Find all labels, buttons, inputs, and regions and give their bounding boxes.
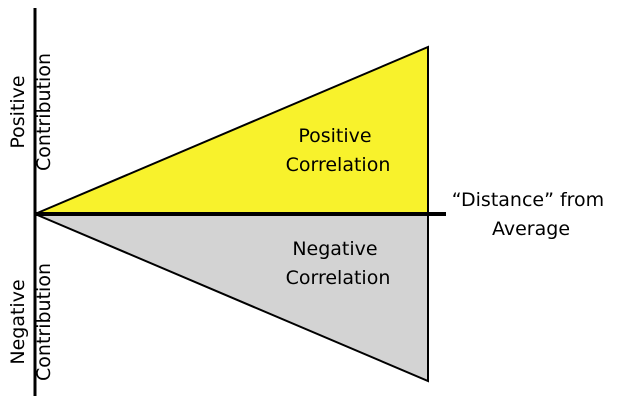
y-axis-positive-line2: Contribution — [33, 53, 55, 171]
positive-correlation-label: Positive Correlation — [286, 125, 391, 176]
y-axis-negative-line1: Negative — [7, 279, 29, 364]
negative-correlation-line1: Negative — [292, 238, 377, 260]
negative-correlation-label: Negative Correlation — [286, 238, 391, 289]
x-axis-label-line1: “Distance” from — [452, 189, 604, 211]
positive-correlation-line2: Correlation — [286, 154, 391, 176]
y-axis-negative-line2: Contribution — [33, 263, 55, 381]
positive-correlation-line1: Positive — [298, 125, 371, 147]
x-axis-label-line2: Average — [492, 218, 570, 240]
y-axis-positive-line1: Positive — [7, 75, 29, 148]
x-axis-label: “Distance” from Average — [452, 189, 610, 240]
negative-correlation-line2: Correlation — [286, 267, 391, 289]
